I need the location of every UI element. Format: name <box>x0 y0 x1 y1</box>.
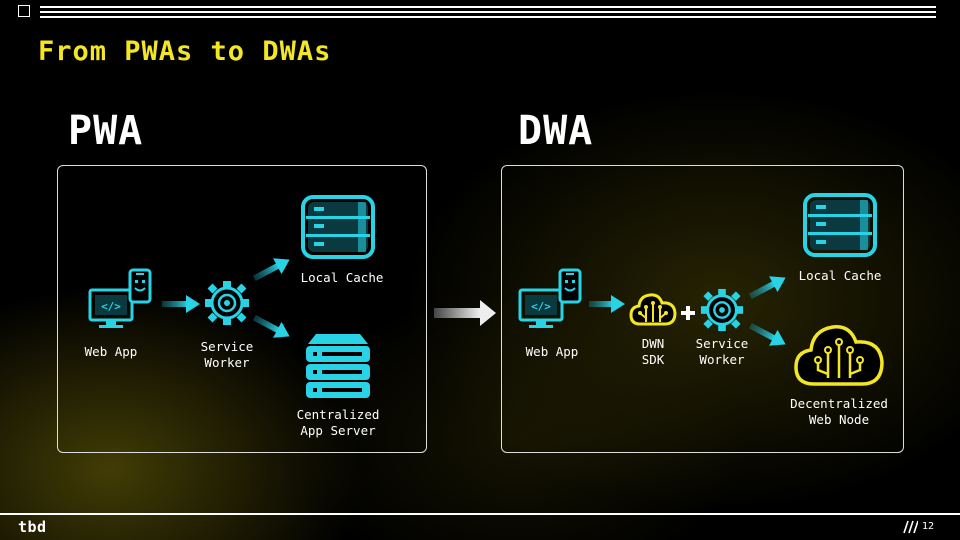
service-worker-gear-icon <box>205 281 249 325</box>
dwa-service-worker-label: Service Worker <box>695 336 749 367</box>
svg-text:</>: </> <box>531 300 551 313</box>
pwa-service-worker-label: Service Worker <box>200 339 254 370</box>
arrow-right-icon <box>589 295 625 313</box>
tbd-logo: tbd <box>18 518 47 536</box>
dwa-web-node-label: Decentralized Web Node <box>790 396 888 427</box>
transition-arrow-icon <box>434 300 496 326</box>
top-rule <box>40 16 936 18</box>
arrow-up-right-icon <box>252 258 290 282</box>
dwn-sdk-cloud-icon <box>629 293 677 326</box>
page-number: 12 <box>922 521 935 532</box>
centralized-server-icon <box>306 334 370 398</box>
slide-title: From PWAs to DWAs <box>38 36 332 67</box>
pwa-web-app-label: Web App <box>84 344 138 359</box>
svg-text:</>: </> <box>101 300 121 313</box>
pwa-panel <box>57 165 427 453</box>
top-bar <box>0 0 960 24</box>
dwa-web-app-label: Web App <box>525 344 579 359</box>
dwa-local-cache-label: Local Cache <box>798 268 882 283</box>
plus-icon <box>681 306 695 320</box>
top-rule <box>40 11 936 13</box>
arrow-down-right-icon <box>748 322 786 346</box>
slash-marks-icon <box>903 520 918 534</box>
local-cache-database-icon <box>301 195 375 259</box>
web-app-icon: </> <box>88 268 152 328</box>
service-worker-gear-icon <box>700 288 744 332</box>
pwa-heading: PWA <box>68 108 144 154</box>
top-rule <box>40 6 936 8</box>
pwa-local-cache-label: Local Cache <box>300 270 384 285</box>
dwa-heading: DWA <box>518 108 594 154</box>
decentralized-web-node-cloud-icon <box>794 325 884 386</box>
dwa-panel <box>501 165 904 453</box>
window-square-icon <box>18 5 30 17</box>
arrow-down-right-icon <box>252 314 290 338</box>
web-app-icon: </> <box>518 268 582 328</box>
dwa-dwn-sdk-label: DWN SDK <box>641 336 665 367</box>
bottom-rule <box>0 513 960 515</box>
local-cache-database-icon <box>803 193 877 257</box>
arrow-up-right-icon <box>748 276 786 300</box>
pwa-server-label: Centralized App Server <box>296 407 380 438</box>
arrow-right-icon <box>162 295 200 313</box>
